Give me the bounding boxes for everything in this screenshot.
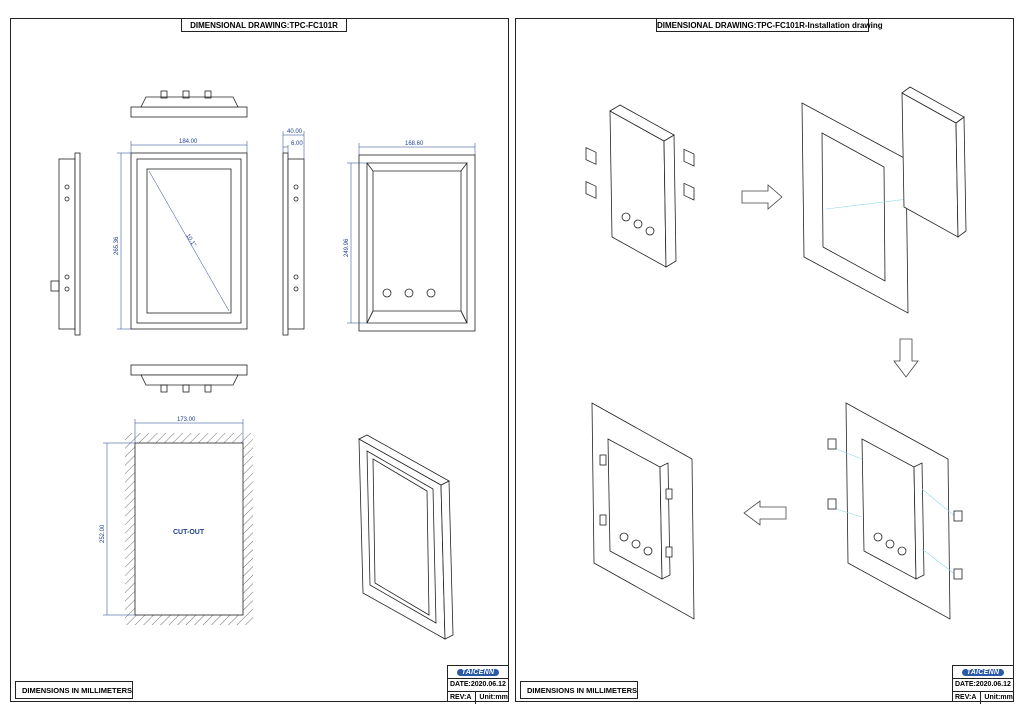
sheet-title: DIMENSIONAL DRAWING:TPC-FC101R-Installat… [656,18,883,32]
rear-height-label: 249.96 [344,238,350,257]
install-step-4 [591,402,695,620]
isometric-view [358,434,454,640]
dimension-drawing-canvas: 10.1" 184.00 265.36 40.00 6 [50,90,476,640]
arrow-left-icon [743,500,787,526]
company-logo: TAICENN [448,666,508,679]
unit: Unit:mm [980,692,1013,704]
top-view [130,90,248,118]
installation-drawing-sheet: DIMENSIONAL DRAWING:TPC-FC101R-Installat… [515,18,1014,704]
drawing-date: DATE:2020.06.12 [953,679,1013,692]
dimensional-drawing-sheet: DIMENSIONAL DRAWING:TPC-FC101R 10.1" [10,18,509,704]
install-step-1 [585,104,695,268]
front-view: 10.1" 184.00 265.36 [114,139,248,330]
side-flange-label: 6.00 [291,141,303,147]
rear-width-label: 168.60 [405,141,424,147]
cutout-height-label: 252.00 [100,524,106,543]
bottom-view [130,364,248,393]
unit: Unit:mm [475,692,508,704]
installation-canvas [585,86,967,620]
install-step-3 [827,402,963,620]
revision: REV:A [450,694,472,701]
drawing-date: DATE:2020.06.12 [448,679,508,692]
cutout-width-label: 173.00 [177,417,196,423]
front-height-label: 265.36 [114,236,120,255]
cutout-label: CUT-OUT [173,529,205,536]
front-width-label: 184.00 [179,139,198,145]
arrow-down-icon [893,338,919,378]
dimensions-note: DIMENSIONS IN MILLIMETERS [520,681,638,699]
company-logo: TAICENN [953,666,1013,679]
sheet-title: DIMENSIONAL DRAWING:TPC-FC101R [181,18,347,32]
dimensions-note: DIMENSIONS IN MILLIMETERS [15,681,133,699]
side-depth-label: 40.00 [287,129,303,135]
cutout-view: 173.00 252.00 CUT-OUT [100,417,253,625]
install-step-2 [801,86,967,314]
title-block: TAICENN DATE:2020.06.12 REV:A Unit:mm [952,665,1014,704]
revision: REV:A [955,694,977,701]
rear-view: 168.60 249.96 [344,141,476,332]
arrow-right-icon [741,184,783,210]
title-block: TAICENN DATE:2020.06.12 REV:A Unit:mm [447,665,509,704]
right-side-view: 40.00 6.00 [282,129,305,336]
left-side-view [50,152,81,336]
